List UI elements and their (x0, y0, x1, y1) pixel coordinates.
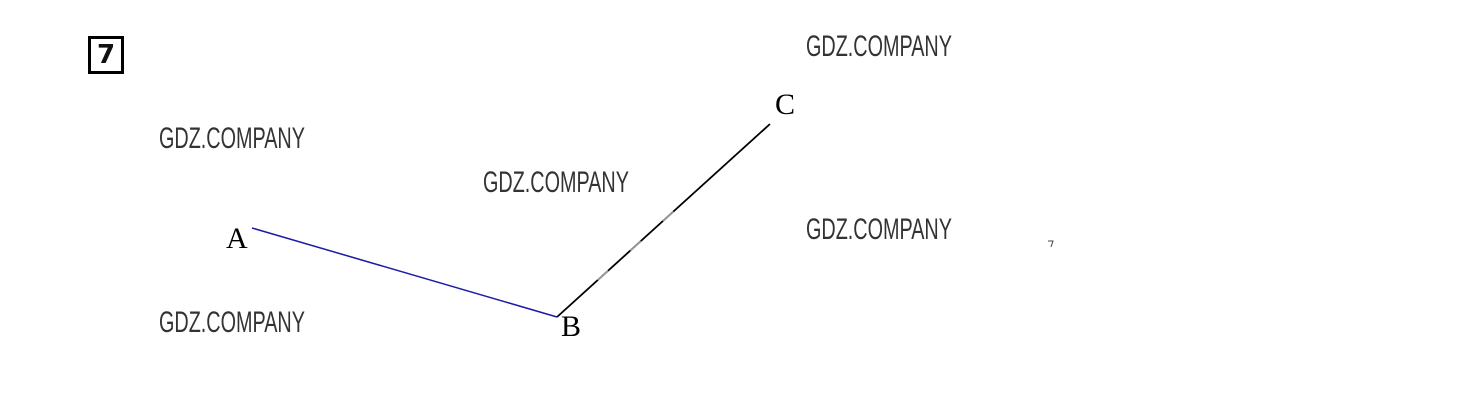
segment-ab (251, 227, 558, 318)
problem-number: 7 (88, 36, 124, 74)
point-c-label: C (775, 88, 796, 121)
segment-bc-gray (556, 123, 771, 318)
watermark: GDZ.COMPANY (159, 122, 305, 155)
watermark: GDZ.COMPANY (806, 30, 952, 63)
point-b-label: B (561, 310, 582, 343)
watermark: GDZ.COMPANY (483, 166, 629, 199)
watermark: GDZ.COMPANY (159, 306, 305, 339)
watermark: GDZ.COMPANY (806, 213, 952, 246)
tick-mark (1048, 240, 1054, 248)
point-a-label: A (226, 222, 248, 255)
